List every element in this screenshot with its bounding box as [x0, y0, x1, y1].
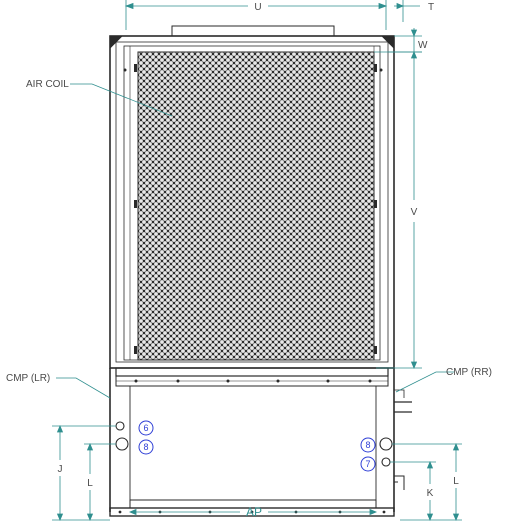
connection-label: 6 [143, 423, 148, 433]
dim-ap-label: AP [246, 505, 262, 519]
callout-leaders [56, 83, 454, 399]
dim-t-label: T [428, 2, 434, 13]
connection-marker-right-bottom: 7 [360, 456, 376, 472]
air-coil [137, 51, 375, 361]
left-lower-hole [115, 437, 129, 451]
right-upper-hole [379, 437, 393, 451]
connection-holes [115, 421, 393, 467]
base-rails [115, 367, 389, 387]
connection-marker-left-bottom: 8 [138, 439, 154, 455]
dim-u-label: U [254, 2, 261, 13]
dim-k-label: K [427, 488, 434, 499]
rail-bolts [134, 379, 372, 383]
cmp-rr-callout: CMP (RR) [446, 367, 492, 378]
connection-marker-right-top: 8 [360, 437, 376, 453]
connection-label: 8 [143, 442, 148, 452]
coil-clips [123, 64, 383, 354]
connection-marker-left-top: 6 [138, 420, 154, 436]
dimension-lines [52, 0, 462, 522]
dim-v-label: V [411, 207, 418, 218]
connection-label: 7 [365, 459, 370, 469]
dim-l-right-label: L [453, 476, 459, 487]
right-lower-hole [381, 457, 391, 467]
dim-j-label: J [58, 464, 63, 475]
left-upper-hole [115, 421, 125, 431]
compressor-section [109, 368, 412, 517]
air-coil-callout: AIR COIL [26, 79, 69, 90]
connection-label: 8 [365, 440, 370, 450]
cmp-lr-callout: CMP (LR) [6, 373, 50, 384]
dim-l-left-label: L [87, 478, 93, 489]
dim-w-label: W [418, 40, 428, 51]
